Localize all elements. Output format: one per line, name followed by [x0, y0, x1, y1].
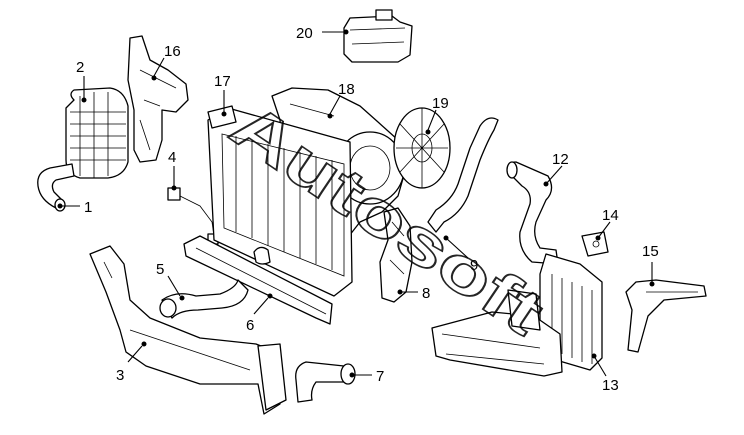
air-duct-part	[431, 289, 563, 377]
small-hose-part	[37, 163, 75, 212]
callout-label-5: 5	[156, 261, 164, 278]
canister-part	[65, 87, 129, 179]
bracket-part-8	[379, 207, 413, 303]
callout-label-18: 18	[338, 81, 355, 98]
callout-label-4: 4	[168, 149, 176, 166]
callout-label-14: 14	[602, 207, 619, 224]
callout-16: 16	[151, 43, 181, 81]
callout-label-13: 13	[602, 377, 619, 394]
callout-label-7: 7	[376, 368, 384, 385]
callout-label-8: 8	[422, 285, 430, 302]
callout-9: 9	[443, 235, 478, 274]
callout-15: 15	[642, 243, 659, 287]
callout-2: 2	[76, 59, 87, 103]
callout-label-12: 12	[552, 151, 569, 168]
callout-18: 18	[327, 81, 355, 119]
clip-part	[581, 231, 609, 257]
callout-label-9: 9	[470, 257, 478, 274]
callout-20: 20	[296, 25, 349, 42]
callout-1: 1	[57, 199, 92, 216]
callout-19: 19	[425, 95, 449, 135]
callout-8: 8	[397, 285, 430, 302]
callout-6: 6	[246, 293, 273, 334]
fan-part	[393, 107, 451, 189]
radiator-part	[207, 105, 353, 297]
radiator-support-part	[183, 235, 333, 325]
callout-label-1: 1	[84, 199, 92, 216]
callout-label-15: 15	[642, 243, 659, 260]
callout-5: 5	[156, 261, 185, 301]
callout-label-2: 2	[76, 59, 84, 76]
lower-hose-part	[159, 279, 249, 319]
callout-label-6: 6	[246, 317, 254, 334]
intercooler-hose-part	[506, 161, 559, 265]
callout-4: 4	[168, 149, 177, 191]
callout-14: 14	[595, 207, 619, 241]
upper-hose-part	[427, 117, 499, 233]
elbow-hose-part	[295, 361, 356, 403]
callout-17: 17	[214, 73, 231, 117]
callout-12: 12	[543, 151, 569, 187]
callout-3: 3	[116, 341, 147, 384]
callout-7: 7	[349, 368, 384, 385]
callout-label-3: 3	[116, 367, 124, 384]
callout-label-17: 17	[214, 73, 231, 90]
callout-label-16: 16	[164, 43, 181, 60]
callout-label-20: 20	[296, 25, 313, 42]
callout-label-19: 19	[432, 95, 449, 112]
crossmember-part	[89, 245, 287, 415]
bracket-part-16	[127, 35, 189, 163]
sensor-part	[167, 187, 219, 245]
callout-13: 13	[591, 353, 619, 394]
expansion-tank-part	[343, 9, 413, 63]
bracket-part-15	[625, 279, 707, 353]
